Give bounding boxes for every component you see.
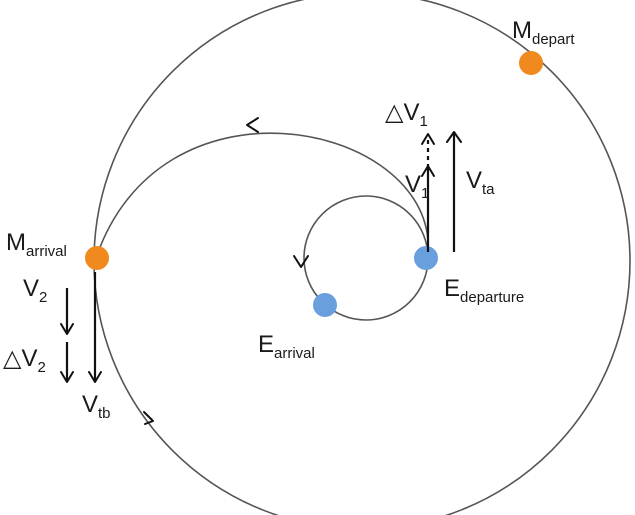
- label-vta: Vta: [466, 167, 495, 198]
- mars-departure-marker: [519, 51, 543, 75]
- v1-vector: [421, 165, 435, 252]
- delta-v1-vector: [421, 133, 435, 168]
- mars-orbit: [93, 0, 631, 515]
- transfer-direction-arrow: [246, 117, 259, 133]
- label-delta-v1: △V1: [385, 99, 428, 130]
- mars-arrival-marker: [85, 246, 109, 270]
- label-delta-v2: △V2: [3, 345, 46, 376]
- mars-orbit-direction-arrow: [143, 411, 154, 425]
- vtb-vector: [88, 272, 102, 383]
- label-e-departure: Edeparture: [444, 275, 524, 306]
- delta-v2-vector: [60, 342, 74, 383]
- label-v1: V1: [405, 171, 429, 202]
- earth-orbit-direction-arrow: [293, 255, 309, 268]
- label-m-arrival: Marrival: [6, 229, 67, 260]
- earth-arrival-marker: [313, 293, 337, 317]
- label-e-arrival: Earrival: [258, 331, 315, 362]
- earth-departure-marker: [414, 246, 438, 270]
- vta-vector: [446, 131, 462, 252]
- label-m-depart: Mdepart: [512, 17, 575, 48]
- label-vtb: Vtb: [82, 391, 111, 422]
- v2-vector: [60, 288, 74, 335]
- label-v2: V2: [23, 275, 47, 306]
- transfer-orbit-path: [95, 132, 429, 259]
